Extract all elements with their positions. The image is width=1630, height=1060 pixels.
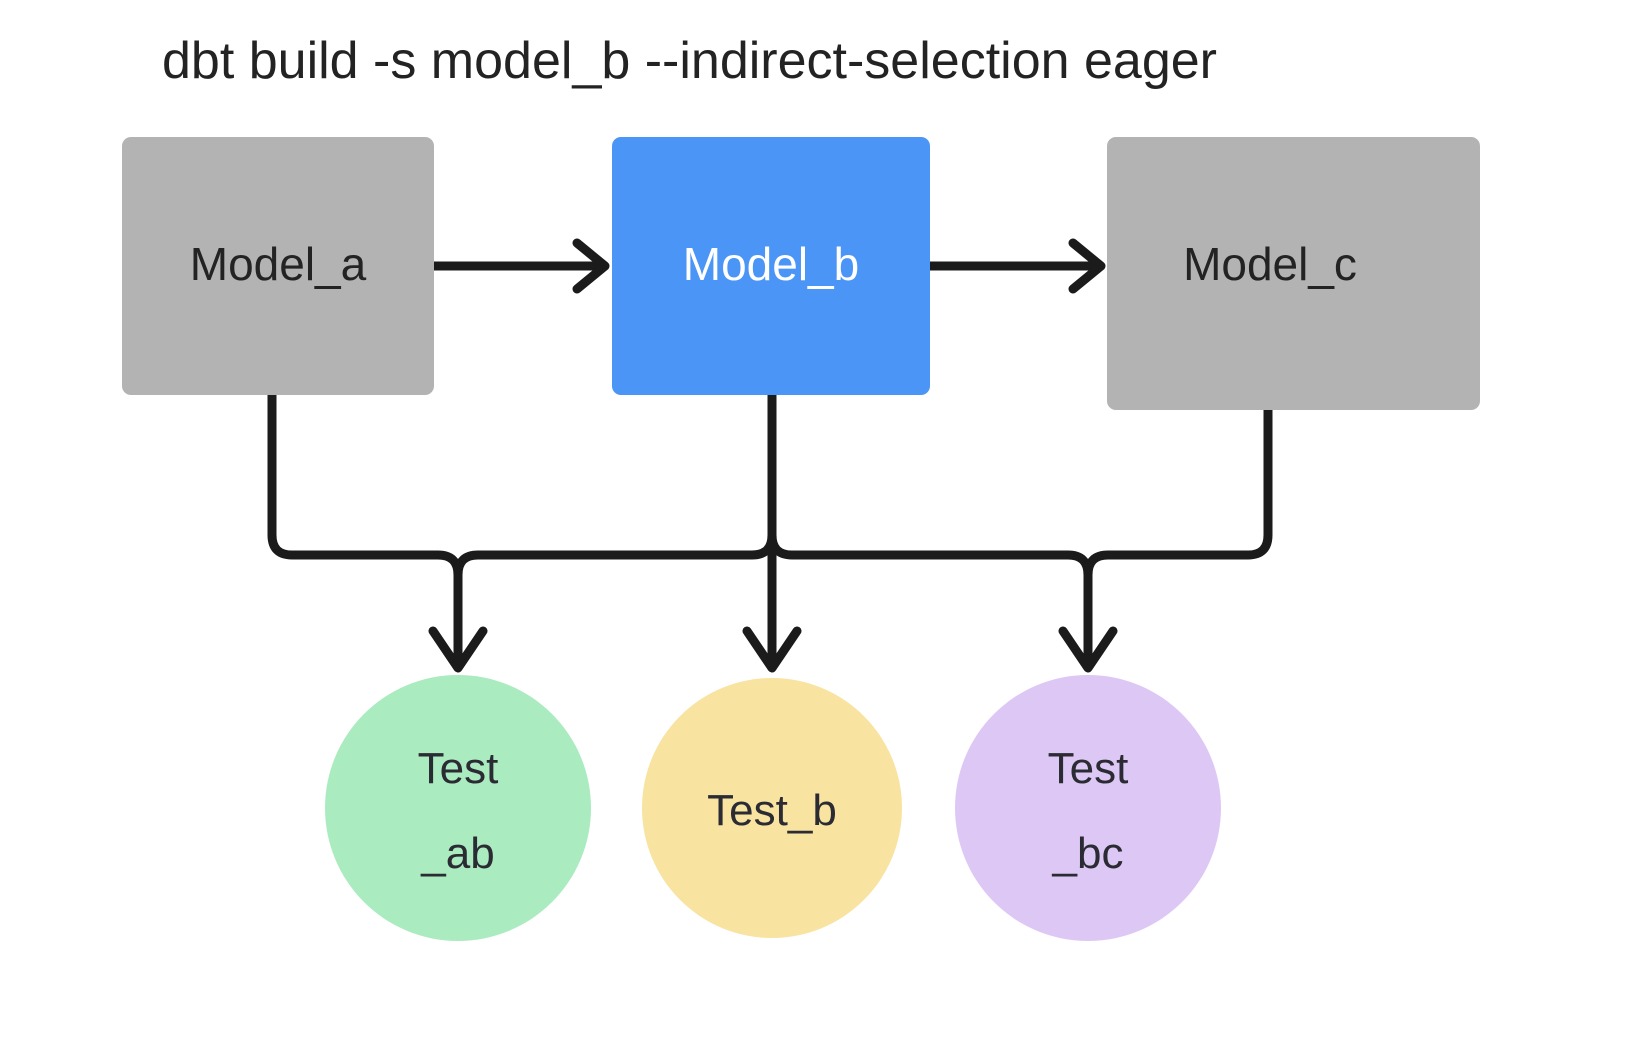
edge-model-a-to-test-ab — [267, 390, 488, 673]
edge-model-b-to-test-bc — [767, 390, 1118, 673]
test-b-shape — [642, 678, 902, 938]
edge-model-b-to-model-c — [925, 238, 1106, 294]
edge-layer — [267, 238, 1273, 673]
model-a-shape — [122, 137, 434, 395]
test-bc-label-line-1: Test — [1048, 744, 1129, 793]
test-node-test-bc[interactable]: Test _bc — [955, 675, 1221, 941]
model-b-shape — [612, 137, 930, 395]
model-node-group: Model_a Model_b Model_c — [122, 137, 1480, 410]
test-node-group: Test _ab Test_b Test _bc — [325, 675, 1221, 941]
test-bc-label-line-2: _bc — [1052, 829, 1124, 878]
model-node-model-a[interactable]: Model_a — [122, 137, 434, 395]
model-a-label: Model_a — [190, 238, 367, 290]
edge-model-b-to-test-ab — [453, 390, 777, 665]
test-node-test-b[interactable]: Test_b — [642, 678, 902, 938]
model-node-model-c[interactable]: Model_c — [1107, 137, 1480, 410]
edge-model-a-to-model-b — [429, 238, 610, 294]
model-c-shape — [1107, 137, 1480, 410]
test-ab-shape — [325, 675, 591, 941]
model-node-model-b[interactable]: Model_b — [612, 137, 930, 395]
page-title: dbt build -s model_b --indirect-selectio… — [162, 32, 1217, 90]
model-b-label: Model_b — [683, 238, 859, 290]
test-b-label-line-1: Test_b — [707, 786, 837, 835]
edge-model-c-to-test-bc — [1083, 405, 1273, 665]
model-c-label: Model_c — [1183, 238, 1357, 290]
test-ab-label-line-1: Test — [418, 744, 499, 793]
test-bc-shape — [955, 675, 1221, 941]
test-ab-label-line-2: _ab — [420, 829, 494, 878]
test-node-test-ab[interactable]: Test _ab — [325, 675, 591, 941]
